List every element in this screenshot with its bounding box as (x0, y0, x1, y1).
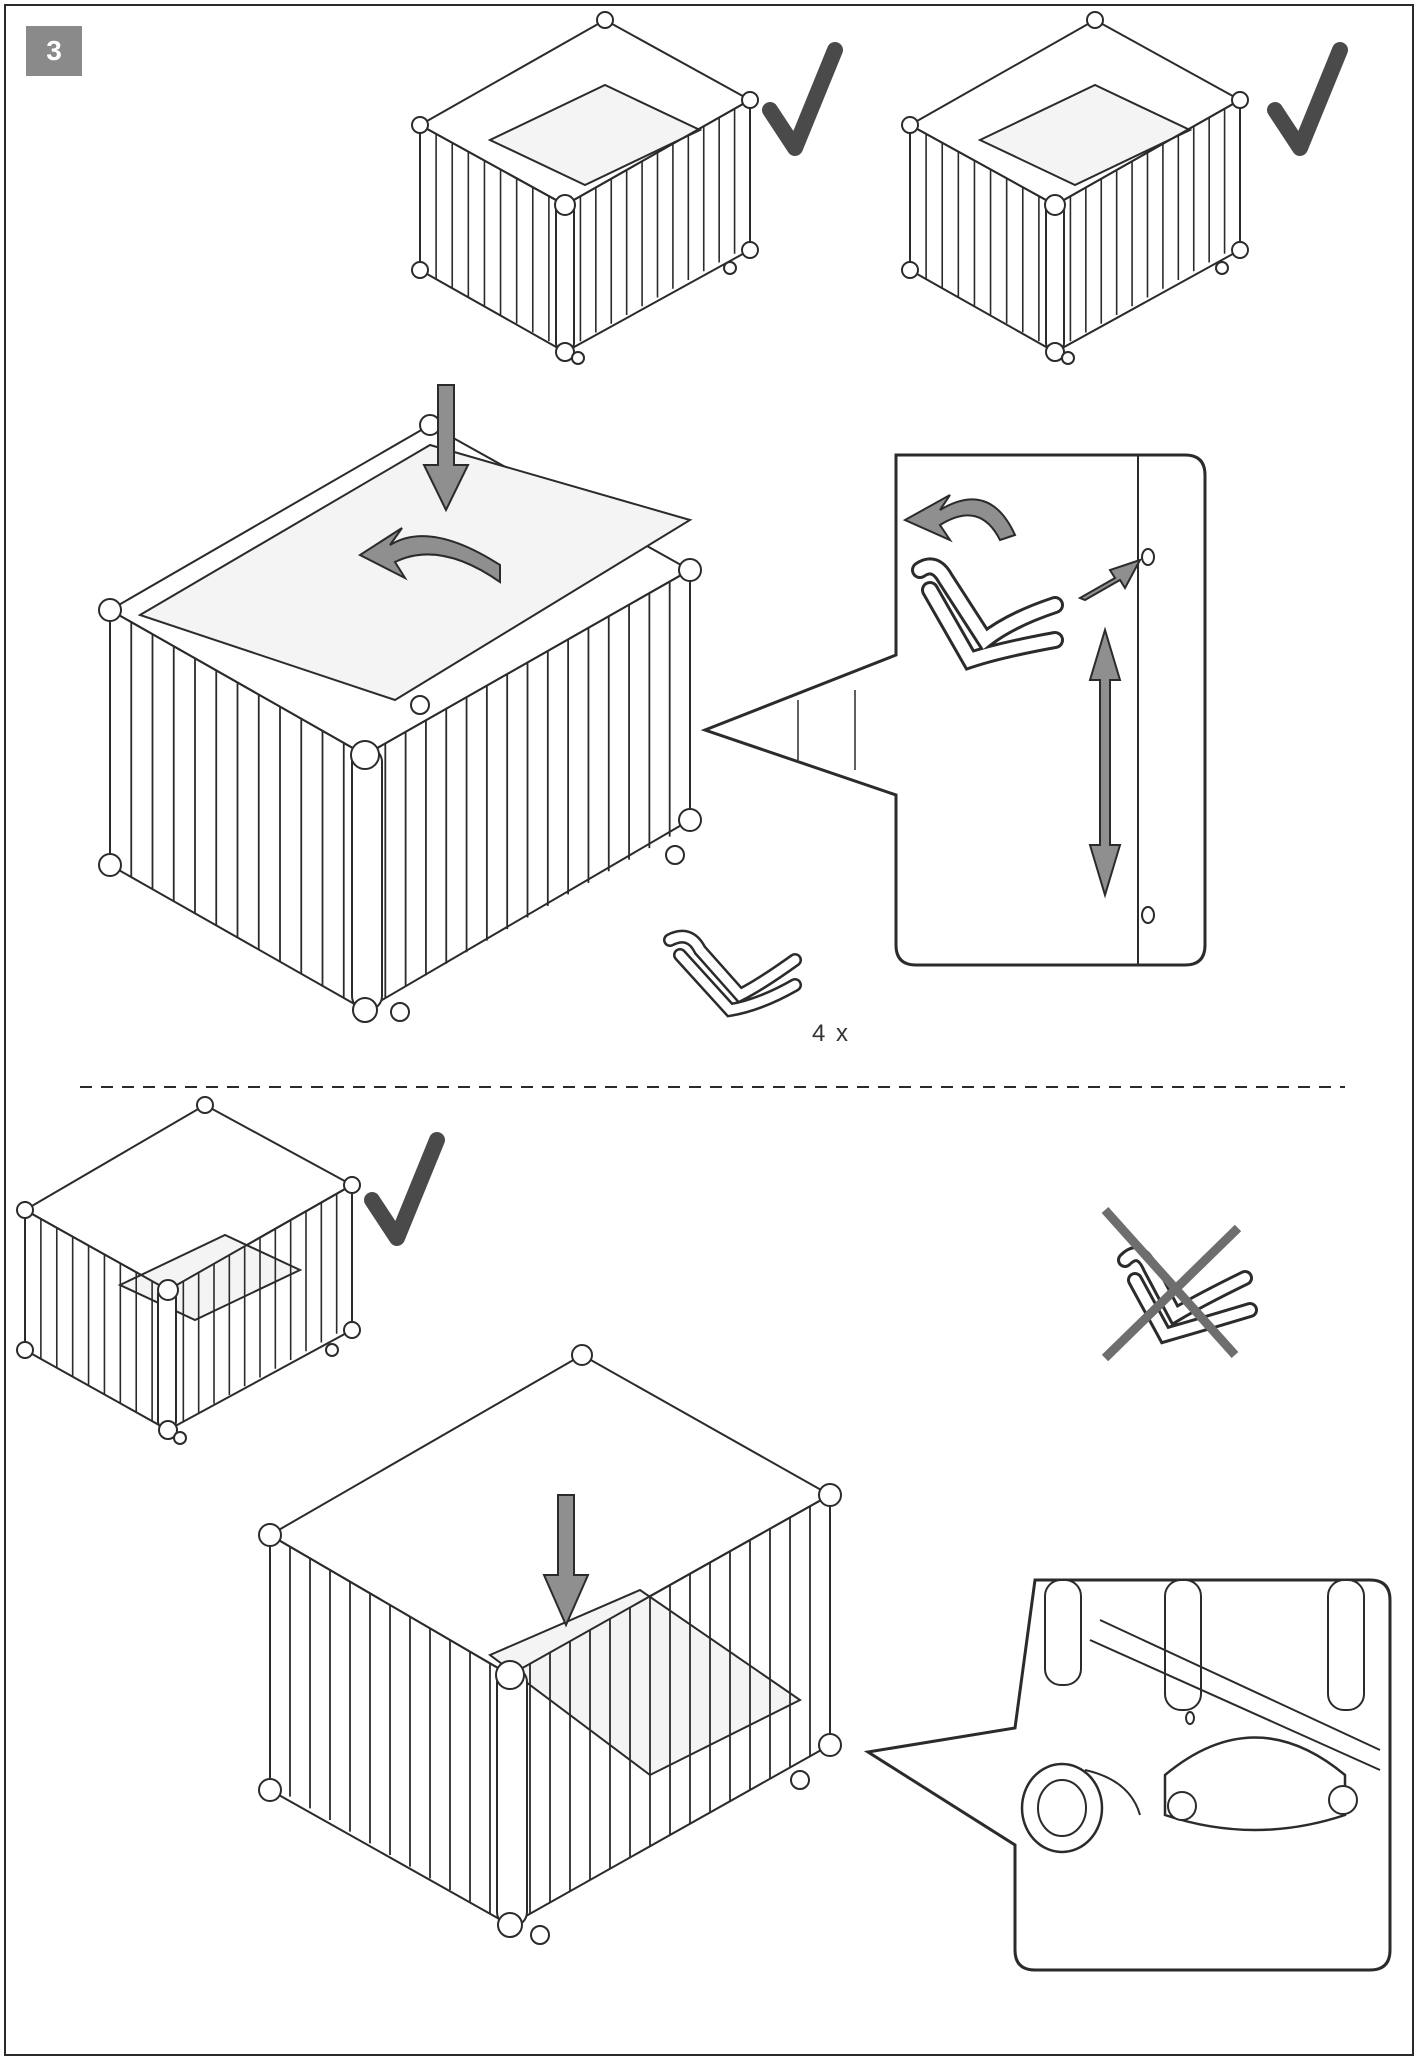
step-number-badge: 3 (26, 26, 82, 76)
check-mark-icon (1267, 42, 1348, 156)
check-mark-icon (762, 42, 843, 156)
arrow-down-icon (422, 384, 470, 513)
arrow-down-icon (542, 1494, 590, 1628)
double-arrow-icon (1088, 626, 1122, 899)
callout-clip-detail (700, 453, 1207, 967)
callout-wheel-detail (863, 1578, 1392, 1972)
arrow-right-icon (1077, 558, 1143, 602)
page-frame (4, 4, 1414, 2056)
forbidden-cross-icon (1101, 1206, 1258, 1362)
playpen-board-placed (258, 1344, 842, 1945)
playpen-top-right (901, 11, 1249, 365)
curved-arrow-icon (357, 527, 501, 584)
clip-quantity-label: 4 x (812, 1020, 851, 1047)
playpen-top-left (411, 11, 759, 365)
playpen-board-insertion (98, 414, 702, 1023)
curved-arrow-icon (902, 494, 1017, 543)
check-mark-icon (364, 1132, 445, 1246)
playpen-bottom-left (16, 1096, 361, 1445)
